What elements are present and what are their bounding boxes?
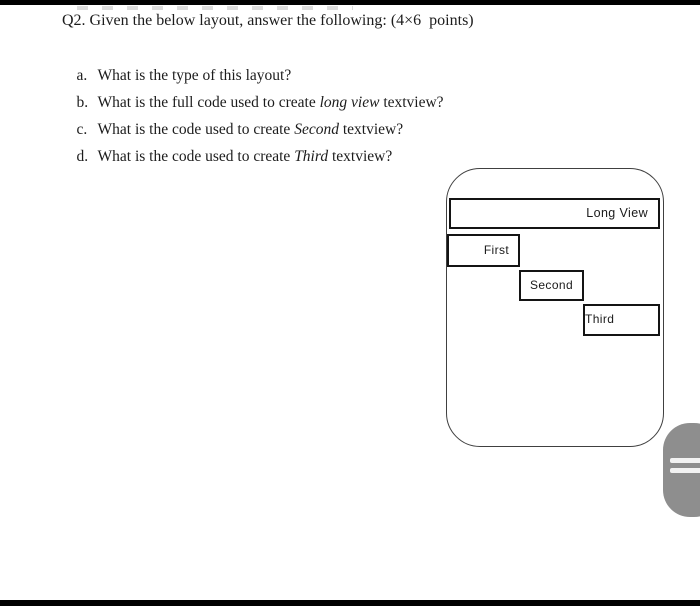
question-item-b: b. What is the full code used to create l… (61, 73, 444, 133)
top-letterbox-bar (0, 0, 700, 5)
bottom-letterbox-bar (0, 600, 700, 606)
scroll-handle[interactable] (663, 423, 700, 517)
item-term: Third (294, 148, 329, 165)
question-item-d: d.What is the code used to create Third … (61, 127, 393, 187)
item-marker: a. (76, 67, 88, 84)
grip-lines-icon (670, 458, 700, 463)
textview-long-view: Long View (449, 198, 660, 229)
item-text: What is the code used to create (97, 148, 295, 165)
item-marker: b. (76, 94, 89, 111)
textview-third: Third (583, 304, 660, 336)
item-text-after: textview? (338, 121, 404, 138)
question-item-c: c. What is the code used to create Second… (61, 100, 404, 160)
question-item-a: a. What is the type of this layout? (61, 46, 292, 106)
item-marker: c. (76, 121, 88, 138)
item-term: long view (319, 94, 380, 111)
textview-second: Second (519, 270, 584, 301)
item-text: What is the code used to create (97, 121, 295, 138)
item-marker: d. (76, 148, 89, 165)
scan-artifact-marks (77, 6, 353, 10)
item-text-after: textview? (328, 148, 393, 165)
grip-lines-icon (670, 468, 700, 473)
item-text-after: textview? (379, 94, 444, 111)
question-heading: Q2. Given the below layout, answer the f… (62, 12, 474, 29)
item-text: What is the full code used to create (97, 94, 320, 111)
layout-diagram-frame: Long View First Second Third (446, 168, 664, 447)
item-term: Second (294, 121, 339, 138)
textview-first: First (447, 234, 520, 267)
item-text: What is the type of this layout? (97, 67, 292, 84)
